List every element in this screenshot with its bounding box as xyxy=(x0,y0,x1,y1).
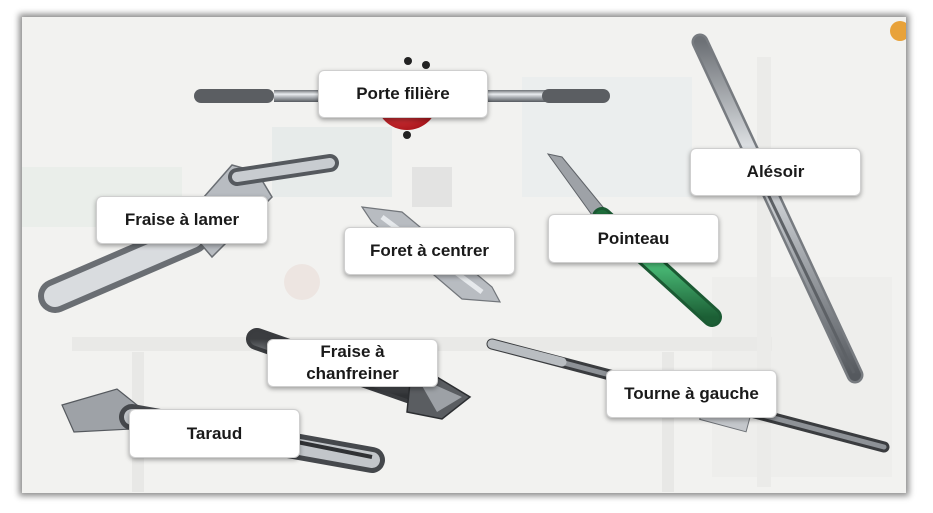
label-foret-a-centrer[interactable]: Foret à centrer xyxy=(344,227,515,275)
label-alesoir[interactable]: Alésoir xyxy=(690,148,861,196)
reamer-image xyxy=(691,33,864,384)
activity-panel: Porte filière Alésoir Fraise à lamer For… xyxy=(22,17,906,493)
label-fraise-a-lamer[interactable]: Fraise à lamer xyxy=(96,196,268,244)
label-taraud[interactable]: Taraud xyxy=(129,409,300,458)
label-porte-filiere[interactable]: Porte filière xyxy=(318,70,488,118)
label-fraise-a-chanfreiner[interactable]: Fraise à chanfreiner xyxy=(267,339,438,387)
label-pointeau[interactable]: Pointeau xyxy=(548,214,719,263)
label-tourne-a-gauche[interactable]: Tourne à gauche xyxy=(606,370,777,418)
corner-indicator xyxy=(890,21,906,41)
